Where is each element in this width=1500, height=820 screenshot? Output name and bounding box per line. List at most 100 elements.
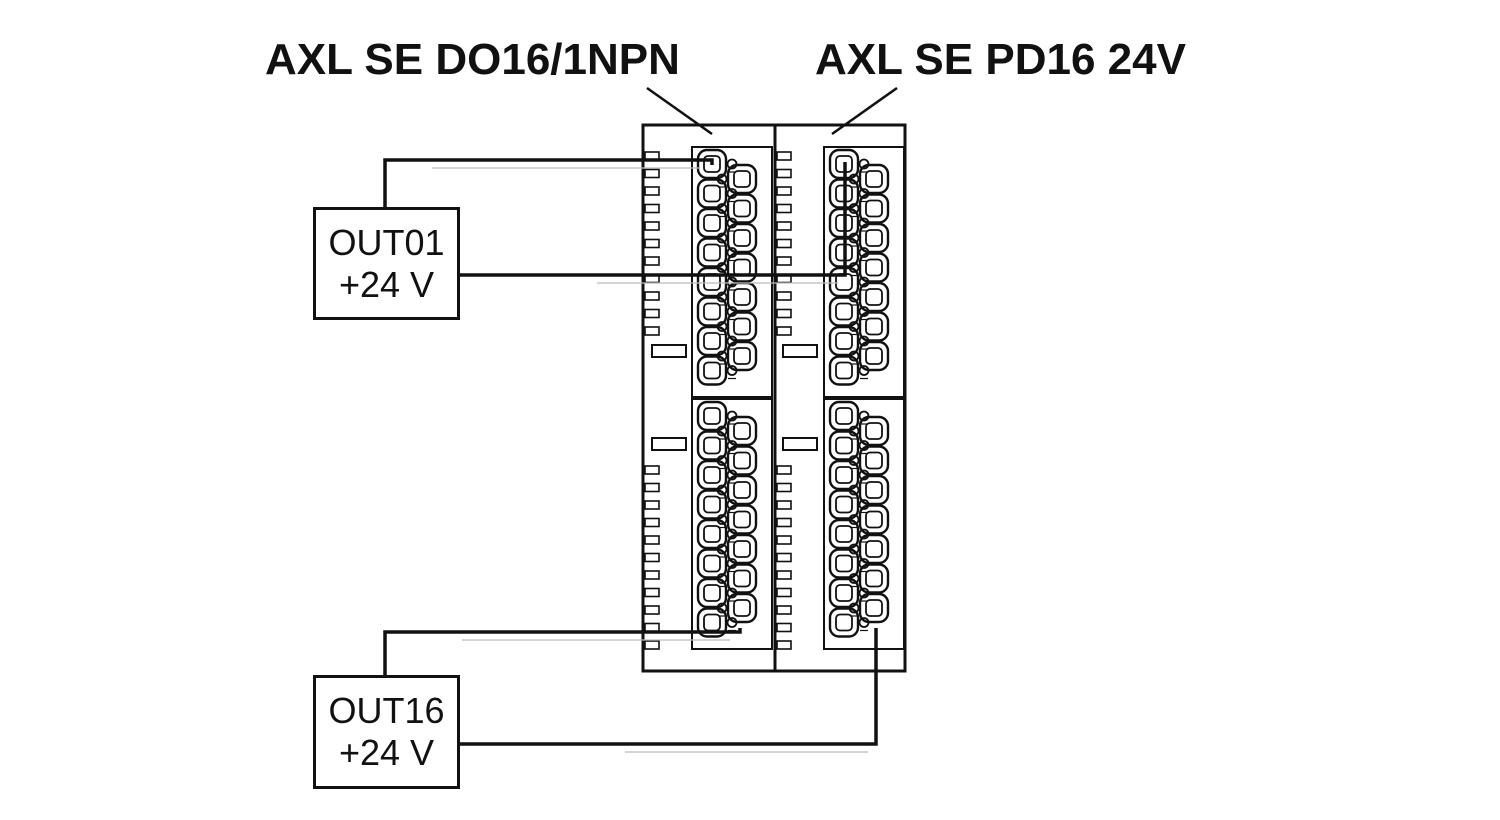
- spring-terminal: [716, 340, 758, 372]
- housing-slot: [644, 291, 660, 301]
- spring-terminal: [848, 474, 890, 506]
- spring-terminal: [848, 281, 890, 313]
- module-label-do16: AXL SE DO16/1NPN: [265, 35, 680, 84]
- spring-terminal: [716, 592, 758, 624]
- housing-slot: [776, 587, 792, 598]
- spring-terminal: [848, 592, 890, 624]
- spring-terminal: [848, 504, 890, 535]
- housing-slot: [776, 552, 792, 563]
- housing-slot: [644, 587, 660, 598]
- spring-terminal: [848, 222, 890, 254]
- housing-slot: [776, 168, 792, 179]
- housing-slot: [644, 221, 660, 231]
- spring-terminal: [828, 577, 870, 609]
- housing-slot: [644, 256, 660, 266]
- spring-terminal: [848, 340, 890, 372]
- pd16-label-slot-lower: [782, 437, 818, 451]
- load-box-out01: OUT01 +24 V: [313, 207, 460, 320]
- housing-slot: [776, 238, 792, 249]
- spring-terminal: [716, 563, 758, 594]
- housing-slot: [776, 151, 792, 161]
- spring-terminal: [716, 533, 758, 565]
- spring-terminal: [828, 237, 870, 268]
- wire-out16-supply: [460, 628, 878, 746]
- spring-terminal: [696, 518, 738, 550]
- housing-slot: [644, 517, 660, 528]
- spring-terminal: [716, 193, 758, 224]
- do16-label-slot-upper: [651, 344, 687, 358]
- housing-slot: [644, 535, 660, 545]
- spring-terminal: [828, 148, 870, 180]
- spring-terminal: [828, 607, 870, 638]
- housing-slot: [644, 203, 660, 214]
- spring-terminal: [828, 548, 870, 579]
- housing-slot: [644, 500, 660, 510]
- spring-terminal: [828, 207, 870, 239]
- housing-slot: [644, 168, 660, 179]
- housing-slot: [644, 186, 660, 196]
- spring-terminal: [828, 325, 870, 357]
- housing-slot: [776, 221, 792, 231]
- do16-terminal-block-lower: [691, 398, 773, 650]
- housing-slot: [776, 482, 792, 493]
- housing-slot: [776, 517, 792, 528]
- housing-slot: [776, 465, 792, 475]
- housing-slot: [776, 640, 792, 650]
- load-out16-channel: OUT16: [328, 690, 445, 731]
- housing-slot: [644, 465, 660, 475]
- spring-terminal: [716, 222, 758, 254]
- housing-slot: [644, 552, 660, 563]
- housing-slot: [644, 308, 660, 319]
- spring-terminal: [828, 355, 870, 386]
- housing-slot: [644, 605, 660, 615]
- spring-terminal: [848, 415, 890, 447]
- spring-terminal: [696, 148, 738, 180]
- spring-terminal: [696, 178, 738, 209]
- spring-terminal: [828, 178, 870, 209]
- pd16-terminal-block-upper: [823, 146, 905, 398]
- spring-terminal: [696, 325, 738, 357]
- wire-out01-supply: [460, 162, 847, 277]
- spring-terminal: [716, 474, 758, 506]
- spring-terminal: [696, 237, 738, 268]
- spring-terminal: [828, 266, 870, 298]
- spring-terminal: [848, 311, 890, 342]
- spring-terminal: [696, 207, 738, 239]
- pd16-pointer-line: [831, 86, 898, 136]
- spring-terminal: [828, 296, 870, 327]
- load-out01-channel: OUT01: [328, 221, 445, 263]
- spring-terminal: [696, 400, 738, 432]
- housing-slot: [644, 482, 660, 493]
- do16-pointer-line: [646, 86, 713, 136]
- spring-terminal: [848, 563, 890, 594]
- spring-terminal: [828, 459, 870, 491]
- housing-slot: [776, 605, 792, 615]
- spring-terminal: [696, 296, 738, 327]
- spring-terminal: [696, 430, 738, 461]
- spring-terminal: [828, 518, 870, 550]
- spring-terminal: [828, 430, 870, 461]
- housing-slot: [644, 326, 660, 336]
- spring-terminal: [696, 355, 738, 386]
- housing-slot: [776, 308, 792, 319]
- spring-terminal: [696, 489, 738, 520]
- spring-terminal: [716, 163, 758, 195]
- housing-slot: [776, 622, 792, 633]
- housing-slot: [776, 186, 792, 196]
- spring-terminal: [716, 252, 758, 283]
- spring-terminal: [828, 400, 870, 432]
- wire-out01-signal: [383, 158, 714, 207]
- spring-terminal: [696, 577, 738, 609]
- housing-slot: [644, 238, 660, 249]
- wire-out16-signal: [383, 628, 742, 675]
- housing-slot: [776, 535, 792, 545]
- do16-terminal-block-upper: [691, 146, 773, 398]
- spring-terminal: [716, 415, 758, 447]
- spring-terminal: [848, 533, 890, 565]
- housing-slot: [776, 570, 792, 580]
- do16-label-slot-lower: [651, 437, 687, 451]
- housing-slot: [776, 326, 792, 336]
- spring-terminal: [828, 489, 870, 520]
- spring-terminal: [848, 252, 890, 283]
